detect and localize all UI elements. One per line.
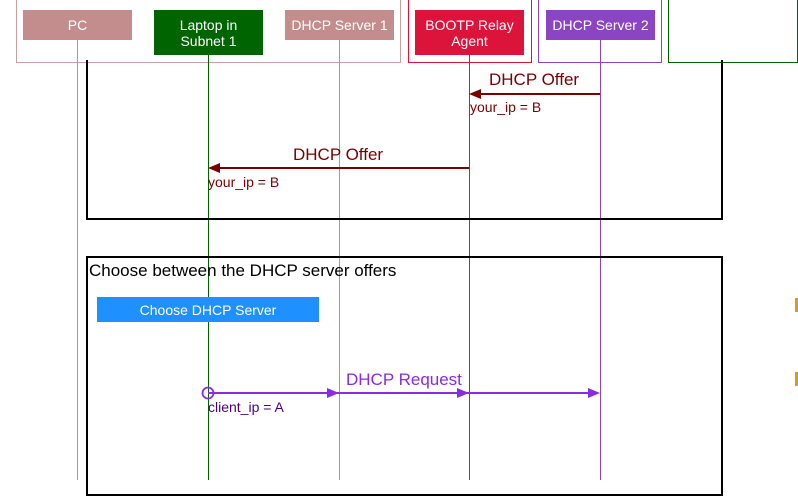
edge-mark-2 <box>795 372 798 386</box>
lane-group-relay <box>408 0 532 63</box>
message-arrows <box>201 89 600 400</box>
action-choose-dhcp-server: Choose DHCP Server <box>97 297 319 322</box>
arrowhead-request-dhcp2 <box>588 388 600 398</box>
actor-laptop: Laptop in Subnet 1 <box>154 10 263 55</box>
actor-dhcp-server-1: DHCP Server 1 <box>285 10 394 40</box>
lifeline-dhcp2 <box>600 40 601 480</box>
msg-offer-1-param: your_ip = B <box>470 99 542 115</box>
frame-offer <box>86 60 723 220</box>
arrowhead-offer-2 <box>208 163 220 173</box>
arrowhead-request-dhcp1 <box>327 388 339 398</box>
msg-request-param: client_ip = A <box>208 399 284 415</box>
lifeline-dhcp1 <box>339 40 340 480</box>
edge-mark-1 <box>795 298 798 312</box>
frame-title: Choose between the DHCP server offers <box>89 261 397 280</box>
actor-dhcp-server-2: DHCP Server 2 <box>546 10 655 40</box>
actor-pc: PC <box>23 10 132 40</box>
arrowhead-offer-1 <box>469 89 481 99</box>
msg-offer-2-label: DHCP Offer <box>293 145 384 164</box>
msg-offer-2-param: your_ip = B <box>208 174 280 190</box>
arrowhead-request-relay <box>457 388 469 398</box>
msg-request-label: DHCP Request <box>346 370 462 389</box>
lifeline-relay <box>469 40 470 480</box>
lifeline-laptop <box>208 40 209 480</box>
actor-bootp-relay: BOOTP Relay Agent <box>415 10 524 55</box>
lifeline-pc <box>77 40 78 480</box>
msg-offer-1-label: DHCP Offer <box>489 70 580 89</box>
